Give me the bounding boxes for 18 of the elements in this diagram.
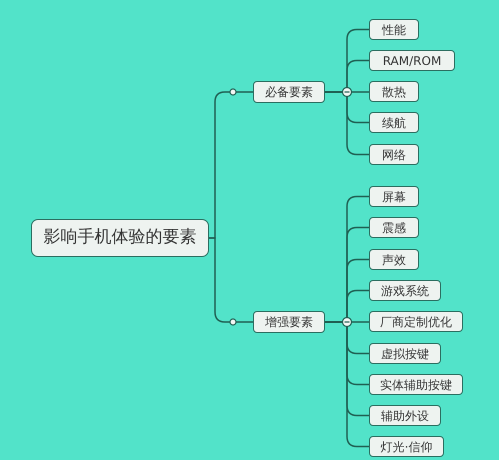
- topic-box: 必备要素: [253, 81, 325, 103]
- topic-box: 散热: [369, 81, 419, 102]
- topic-box: 增强要素: [253, 311, 325, 333]
- topic-box: 续航: [369, 112, 419, 133]
- topic-box: 性能: [369, 19, 419, 40]
- topic-box: 实体辅助按键: [369, 374, 463, 395]
- topic-box: 虚拟按键: [369, 343, 441, 364]
- topic-box: 游戏系统: [369, 280, 441, 301]
- topic-box: 灯光·信仰: [369, 436, 444, 457]
- topic-box: 声效: [369, 249, 419, 270]
- topic-box: 辅助外设: [369, 405, 441, 426]
- topic-box: RAM/ROM: [369, 50, 455, 71]
- topic-box: 震感: [369, 217, 419, 238]
- connector-line: [209, 237, 253, 323]
- topic-box: 屏幕: [369, 186, 419, 207]
- topic-box: 厂商定制优化: [369, 311, 463, 332]
- root-topic-box: 影响手机体验的要素: [31, 219, 209, 257]
- topic-box: 网络: [369, 144, 419, 165]
